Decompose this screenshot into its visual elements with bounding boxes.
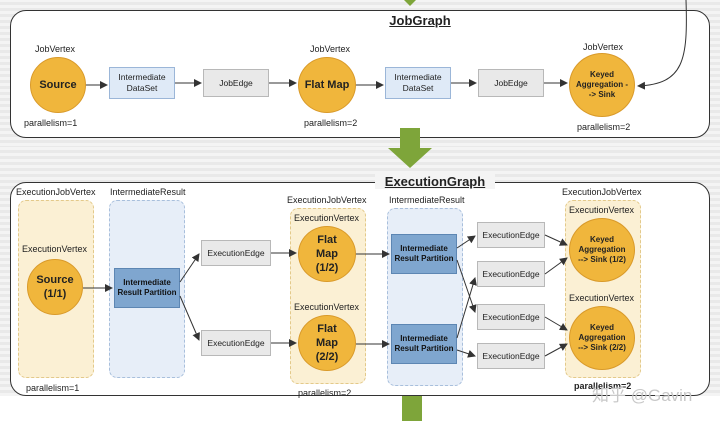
- flatmap-parallelism: parallelism=2: [304, 118, 358, 128]
- keyed-execution-vertex-1: Keyed Aggregation --> Sink (1/2): [569, 218, 635, 282]
- exec-job-vertex-label-2: ExecutionJobVertex: [287, 195, 367, 205]
- flatmap1-execution-vertex-label: ExecutionVertex: [294, 213, 360, 223]
- execution-edge-4: ExecutionEdge: [477, 261, 545, 287]
- keyed2-execution-vertex-label: ExecutionVertex: [569, 293, 635, 303]
- job-edge-2: JobEdge: [478, 69, 544, 97]
- result-partition-flatmap-2: Intermediate Result Partition: [391, 324, 457, 364]
- intermediate-dataset-1: Intermediate DataSet: [109, 67, 175, 99]
- bottom-green-arrow-stub: [402, 396, 422, 421]
- job-edge-1: JobEdge: [203, 69, 269, 97]
- exec-job-vertex-label-3: ExecutionJobVertex: [562, 187, 642, 197]
- flatmap-execution-vertex-2: Flat Map (2/2): [298, 315, 356, 371]
- keyed-aggregation-vertex: Keyed Aggregation --> Sink: [569, 53, 635, 117]
- keyed-execution-vertex-2: Keyed Aggregation --> Sink (2/2): [569, 306, 635, 370]
- flatmap-vertex: Flat Map: [298, 57, 356, 113]
- source-execution-vertex: Source (1/1): [27, 259, 83, 315]
- source-jobvertex-label: JobVertex: [35, 44, 76, 54]
- result-partition-flatmap-1: Intermediate Result Partition: [391, 234, 457, 274]
- source-exec-parallelism: parallelism=1: [26, 383, 80, 393]
- keyed-jobvertex-label: JobVertex: [583, 42, 624, 52]
- execution-edge-6: ExecutionEdge: [477, 343, 545, 369]
- zhihu-watermark: 知乎 @Gavin: [592, 386, 693, 405]
- source-parallelism: parallelism=1: [24, 118, 78, 128]
- result-partition-source: Intermediate Result Partition: [114, 268, 180, 308]
- intermediate-result-label-1: IntermediateResult: [110, 187, 186, 197]
- flatmap-jobvertex-label: JobVertex: [310, 44, 351, 54]
- intermediate-dataset-2: Intermediate DataSet: [385, 67, 451, 99]
- execution-edge-2: ExecutionEdge: [201, 330, 271, 356]
- source-execution-vertex-label: ExecutionVertex: [22, 244, 88, 254]
- execution-edge-3: ExecutionEdge: [477, 222, 545, 248]
- intermediate-result-label-2: IntermediateResult: [389, 195, 465, 205]
- keyed-parallelism: parallelism=2: [577, 122, 631, 132]
- exec-job-vertex-label-1: ExecutionJobVertex: [16, 187, 96, 197]
- keyed-exec-parallelism: parallelism=2: [574, 381, 632, 391]
- execution-edge-5: ExecutionEdge: [477, 304, 545, 330]
- flatmap-execution-vertex-1: Flat Map (1/2): [298, 226, 356, 282]
- flatmap2-execution-vertex-label: ExecutionVertex: [294, 302, 360, 312]
- jobgraph-title: JobGraph: [389, 13, 451, 28]
- keyed1-execution-vertex-label: ExecutionVertex: [569, 205, 635, 215]
- source-vertex: Source: [30, 57, 86, 113]
- execution-edge-1: ExecutionEdge: [201, 240, 271, 266]
- executiongraph-title: ExecutionGraph: [375, 174, 495, 189]
- flatmap-exec-parallelism: parallelism=2: [298, 388, 352, 398]
